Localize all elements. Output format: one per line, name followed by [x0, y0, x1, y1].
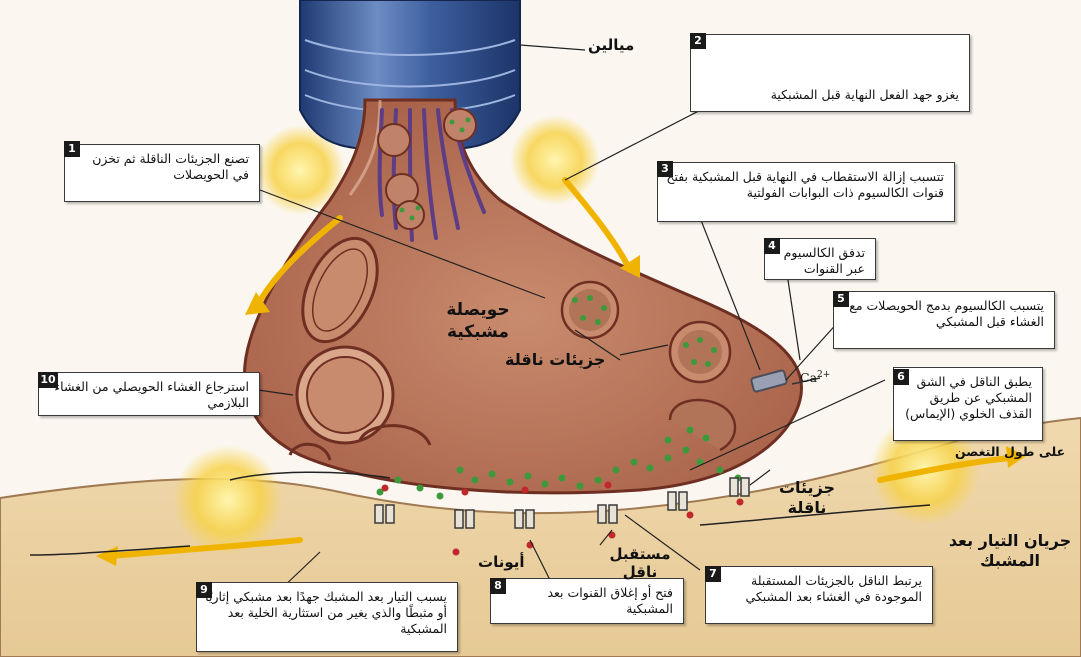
neurotransmitters-label: جزيئات ناقلة: [505, 350, 605, 369]
step-6-number: 6: [893, 369, 909, 385]
step-1-box: تصنع الجزيئات الناقلة ثم تخزن في الحويصل…: [64, 144, 260, 202]
step-3-text: تتسبب إزالة الاستقطاب في النهاية قبل الم…: [666, 169, 944, 200]
step-7-text: يرتبط الناقل بالجزيئات المستقبلة الموجود…: [745, 573, 922, 604]
synaptic-vesicle-label-2: مشبكية: [428, 322, 528, 342]
step-6-text: يطبق الناقل في الشق المشبكي عن طريق القذ…: [905, 374, 1032, 421]
myelin-label: ميالين: [588, 36, 634, 54]
step-5-box: يتسبب الكالسيوم بدمج الحويصلات مع الغشاء…: [833, 291, 1055, 349]
step-3-box: تتسبب إزالة الاستقطاب في النهاية قبل الم…: [657, 162, 955, 222]
step-3-number: 3: [657, 161, 673, 177]
receptor-label-1: مستقبل: [600, 545, 680, 563]
step-6-box: يطبق الناقل في الشق المشبكي عن طريق القذ…: [893, 367, 1043, 441]
step-4-number: 4: [764, 238, 780, 254]
step-7-box: يرتبط الناقل بالجزيئات المستقبلة الموجود…: [705, 566, 933, 624]
step-4-text: تدفق الكالسيوم عبر القنوات: [784, 245, 865, 276]
step-8-number: 8: [490, 578, 506, 594]
step-1-text: تصنع الجزيئات الناقلة ثم تخزن في الحويصل…: [92, 151, 249, 182]
step-10-box: استرجاع الغشاء الحويصلي من الغشاء البلاز…: [38, 372, 260, 416]
ions-label: أيونات: [478, 553, 525, 571]
step-5-number: 5: [833, 291, 849, 307]
step-8-text: فتح أو إغلاق القنوات بعد المشبكية: [547, 585, 673, 616]
receptor-label-2: ناقل: [600, 563, 680, 581]
calcium-symbol: Ca: [800, 370, 817, 385]
step-2-text: يغزو جهد الفعل النهاية قبل المشبكية: [771, 87, 959, 102]
filled-vesicle: [396, 201, 424, 229]
glow-bottom-left: [173, 445, 283, 555]
step-5-text: يتسبب الكالسيوم بدمج الحويصلات مع الغشاء…: [849, 298, 1044, 329]
step-10-text: استرجاع الغشاء الحويصلي من الغشاء البلاز…: [54, 379, 249, 410]
glow-top-right: [510, 115, 600, 205]
step-4-box: تدفق الكالسيوم عبر القنوات: [764, 238, 876, 280]
neurotransmitters-right-label-1: جزيئات: [772, 478, 842, 497]
step-2-number: 2: [690, 33, 706, 49]
step-10-number: 10: [38, 372, 58, 388]
step-9-box: يسبب التيار بعد المشبك جهدًا بعد مشبكي إ…: [196, 582, 458, 652]
neurotransmitters-right-label-2: ناقلة: [772, 498, 842, 517]
step-9-number: 9: [196, 582, 212, 598]
step-2-box: يغزو جهد الفعل النهاية قبل المشبكية: [690, 34, 970, 112]
along-dendrite-label: على طول التغصن: [955, 444, 1065, 459]
calcium-charge: 2+: [817, 370, 830, 380]
step-7-number: 7: [705, 566, 721, 582]
calcium-label: Ca2+: [800, 370, 830, 385]
postsynaptic-current-label-1: جريان التيار بعد: [940, 531, 1080, 550]
synaptic-vesicle-label-1: حويصلة: [428, 300, 528, 320]
step-1-number: 1: [64, 141, 80, 157]
postsynaptic-current-label-2: المشبك: [940, 551, 1080, 570]
step-8-box: فتح أو إغلاق القنوات بعد المشبكية: [490, 578, 684, 624]
step-9-text: يسبب التيار بعد المشبك جهدًا بعد مشبكي إ…: [205, 589, 447, 636]
